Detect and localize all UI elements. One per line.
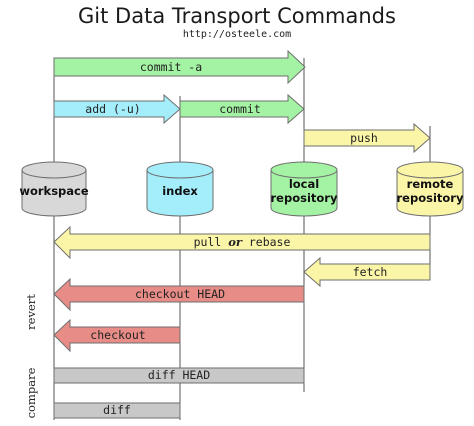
diff-label: diff (103, 403, 131, 417)
checkout-arrow: checkout (53, 318, 181, 353)
remote-label-line1: remote (407, 177, 454, 191)
rebase-label: rebase (242, 235, 291, 249)
remote-label-line2: repository (397, 191, 464, 205)
add-label: add (-u) (85, 102, 140, 116)
pull-rebase-label: pull or rebase (194, 235, 291, 249)
revert-side-label: revert (24, 294, 38, 330)
add-arrow: add (-u) (53, 93, 181, 125)
diff-bar: diff (53, 402, 181, 419)
commit-arrow: commit (179, 93, 305, 125)
commit-a-arrow: commit -a (53, 49, 306, 85)
local-repository-cylinder: local repository (270, 161, 338, 217)
checkout-head-label: checkout HEAD (135, 287, 225, 301)
push-label: push (350, 131, 378, 145)
local-label-line1: local (289, 177, 319, 191)
pull-or-label: or (228, 235, 243, 249)
checkout-head-arrow: checkout HEAD (53, 277, 305, 312)
index-cylinder: index (146, 161, 214, 217)
diff-head-label: diff HEAD (148, 368, 210, 382)
diagram-url: http://osteele.com (183, 29, 291, 40)
workspace-label: workspace (19, 184, 88, 198)
workspace-cylinder: workspace (19, 161, 89, 217)
fetch-arrow: fetch (303, 256, 431, 288)
diagram-title: Git Data Transport Commands (78, 4, 396, 28)
commit-label: commit (219, 102, 261, 116)
compare-side-label: compare (24, 367, 38, 418)
index-label: index (162, 184, 198, 198)
commit-a-label: commit -a (140, 60, 202, 74)
fetch-label: fetch (353, 265, 388, 279)
pull-rebase-arrow: pull or rebase (53, 225, 431, 260)
pull-label: pull (194, 235, 229, 249)
diff-head-bar: diff HEAD (53, 367, 305, 384)
local-label-line2: repository (271, 191, 338, 205)
push-arrow: push (303, 122, 431, 154)
checkout-label: checkout (90, 328, 145, 342)
remote-repository-cylinder: remote repository (396, 161, 464, 217)
